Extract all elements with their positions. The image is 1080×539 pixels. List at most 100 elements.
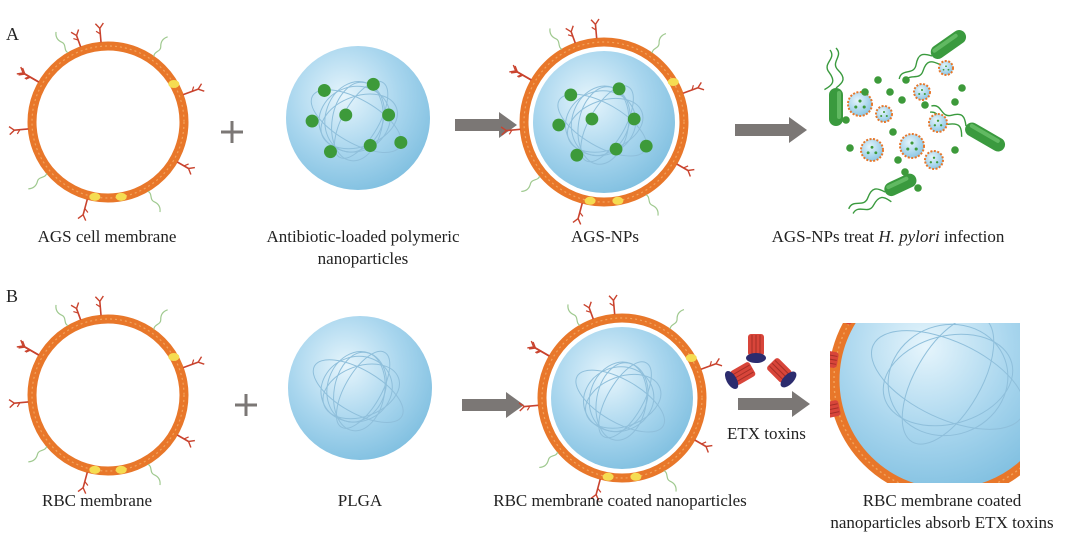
arrow-a1 — [455, 112, 517, 138]
membrane-receptor — [18, 67, 40, 83]
glycan-strand — [28, 446, 48, 463]
h-pylori-bacterium — [930, 104, 1006, 152]
glycan-strand — [645, 194, 659, 216]
flagellum — [834, 47, 844, 89]
sphere-body — [288, 316, 432, 460]
ags-cell-membrane — [8, 22, 205, 221]
membrane-marker — [630, 472, 642, 481]
released-drug — [886, 88, 894, 96]
label-rbc-absorb-line2: nanoparticles absorb ETX toxins — [830, 513, 1054, 532]
drug-dot — [612, 82, 626, 96]
plus-sign-b — [235, 394, 257, 416]
flagellum — [931, 104, 967, 127]
label-treat-suffix: infection — [939, 227, 1005, 246]
arrow-b2 — [738, 391, 810, 417]
released-drug — [901, 168, 909, 176]
coating-membrane — [500, 18, 705, 225]
membrane-receptor — [70, 29, 82, 48]
polymer-loop — [333, 351, 386, 432]
bacterium-body — [965, 122, 1006, 152]
h-pylori-bacterium — [898, 30, 967, 84]
zoomed-rbc-np — [830, 246, 1020, 483]
flagellum — [903, 61, 941, 84]
membrane-receptor — [572, 202, 584, 225]
membrane-receptor — [510, 65, 532, 81]
drug-payload — [552, 82, 653, 162]
membrane-receptor — [830, 356, 832, 361]
membrane-marker — [115, 465, 127, 474]
free-etx-toxins — [724, 334, 797, 390]
polymer-strands — [310, 80, 402, 162]
membrane-receptor — [176, 161, 195, 175]
drug-dot — [394, 136, 408, 149]
glycan-strand — [153, 36, 168, 57]
drug-dot — [609, 142, 623, 156]
membrane-marker — [602, 472, 614, 481]
label-ags-nps-treat: AGS-NPs treat H. pylori infection — [748, 226, 1028, 248]
bacterium-highlight — [837, 91, 841, 119]
mini-ags-np — [913, 83, 931, 101]
glycan-strand — [147, 190, 161, 213]
polymer-loop — [583, 366, 655, 433]
membrane-receptor — [866, 265, 884, 286]
drug-dot — [564, 88, 578, 102]
plga-core — [288, 316, 432, 460]
membrane-receptor — [94, 295, 104, 316]
glycan-strand — [651, 32, 667, 54]
flagellum — [848, 188, 886, 210]
arrow-a2 — [735, 117, 807, 143]
sphere-body — [551, 327, 693, 469]
coated-core — [551, 327, 693, 469]
drug-dot — [382, 108, 396, 122]
drug-dot — [552, 118, 566, 132]
glycan-strand — [539, 451, 559, 469]
sphere-body — [286, 46, 430, 190]
label-rbc-absorb: RBC membrane coated nanoparticles absorb… — [808, 490, 1076, 534]
membrane-receptor — [830, 301, 851, 319]
membrane-receptor — [676, 163, 695, 177]
polymer-strands — [575, 361, 666, 441]
toxin-cap — [746, 353, 766, 363]
drug-dot — [570, 148, 584, 162]
label-rbc-coated-np: RBC membrane coated nanoparticles — [493, 491, 747, 510]
etx-toxin — [746, 334, 766, 363]
mini-ags-np — [899, 133, 925, 159]
membrane-marker — [584, 196, 596, 205]
arrow-b1 — [462, 392, 524, 418]
membrane-receptor — [590, 18, 600, 39]
membrane-marker — [89, 465, 101, 474]
membrane-marker — [667, 78, 679, 86]
glycan-strand — [147, 463, 161, 486]
label-rbc-absorb-line1: RBC membrane coated — [862, 491, 1022, 510]
drug-payload — [305, 77, 408, 159]
mini-ags-np — [860, 138, 884, 162]
drug-dot — [363, 139, 377, 153]
membrane-receptor — [583, 301, 595, 320]
panel-a-art — [8, 18, 1006, 225]
toxin-body — [830, 400, 841, 420]
released-drug — [921, 101, 929, 109]
glycan-strand — [28, 173, 48, 190]
zoomed-membrane — [830, 323, 1020, 483]
glycan-strand — [669, 308, 685, 330]
toxin-body — [874, 260, 899, 287]
membrane-receptor — [176, 434, 195, 448]
toxin-cap — [869, 253, 891, 272]
treatment-scene — [824, 30, 1006, 214]
membrane-marker — [115, 192, 127, 201]
ags-nps — [500, 18, 705, 225]
polymer-loop — [901, 323, 995, 445]
released-drug — [874, 76, 882, 84]
polymer-loop — [882, 333, 1014, 427]
flagellum — [824, 49, 834, 91]
drug-dot — [339, 108, 353, 122]
glycan-strand — [549, 28, 563, 50]
membrane-receptor — [518, 402, 539, 412]
bacterium-body — [930, 30, 967, 59]
toxin-cap — [724, 370, 739, 390]
toxin-cap — [780, 371, 797, 388]
toxin-body — [935, 246, 952, 269]
membrane-receptor — [8, 126, 29, 136]
released-drug — [889, 128, 897, 136]
